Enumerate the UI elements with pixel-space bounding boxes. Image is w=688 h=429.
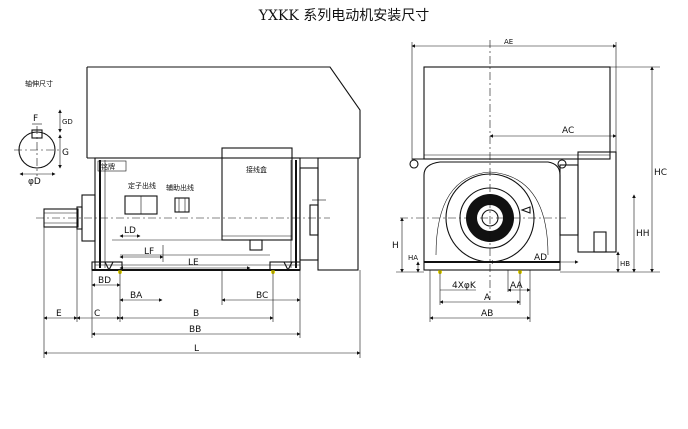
terminal-box-label: 接线盒 bbox=[246, 165, 267, 174]
dim-AE: AE bbox=[504, 38, 513, 46]
foot-bolt-mark bbox=[104, 261, 114, 272]
stator-outlet-box: 定子出线 bbox=[124, 181, 158, 215]
stator-outlet-label: 定子出线 bbox=[128, 181, 156, 190]
end-dimensions: AE AC HC HH HB H HA AD bbox=[392, 38, 667, 322]
bottom-dimensions: BD BA BC B E C BB L bbox=[43, 227, 361, 358]
dim-BB: BB bbox=[189, 325, 201, 335]
drawing-title: YXKK 系列电动机安装尺寸 bbox=[258, 8, 430, 24]
shaft-end-detail: 轴伸尺寸 φD F GD G bbox=[14, 79, 73, 187]
detail-label: 轴伸尺寸 bbox=[25, 79, 53, 88]
dim-B: B bbox=[193, 309, 199, 319]
end-cooler-housing bbox=[409, 66, 611, 169]
dim-F: F bbox=[33, 114, 38, 124]
dim-AB: AB bbox=[481, 309, 493, 319]
dim-GD: GD bbox=[62, 118, 73, 126]
dim-L: L bbox=[194, 344, 199, 354]
dim-HA: HA bbox=[408, 254, 418, 262]
dim-AA: AA bbox=[510, 281, 523, 291]
dim-AD: AD bbox=[534, 253, 547, 263]
inner-dimensions: LD LF LE bbox=[119, 226, 251, 270]
end-base bbox=[423, 261, 561, 274]
end-view: AE AC HC HH HB H HA AD bbox=[392, 38, 667, 322]
base-feet bbox=[91, 261, 301, 274]
end-terminal-box bbox=[559, 151, 617, 253]
dim-LF: LF bbox=[144, 247, 154, 257]
dim-hole: 4XφK bbox=[452, 281, 477, 291]
dim-D: φD bbox=[28, 177, 41, 187]
nameplate-label: 铭牌 bbox=[101, 162, 115, 171]
front-end-cover bbox=[36, 194, 330, 242]
end-frame bbox=[400, 40, 566, 300]
dim-LE: LE bbox=[188, 258, 199, 268]
dim-BD: BD bbox=[98, 276, 111, 286]
dim-HH: HH bbox=[636, 229, 650, 239]
dim-C: C bbox=[94, 309, 100, 319]
foot-bolt-mark bbox=[283, 261, 293, 272]
dim-E: E bbox=[56, 309, 62, 319]
dim-G: G bbox=[62, 148, 69, 158]
cooler-housing bbox=[86, 66, 361, 159]
dim-A: A bbox=[484, 293, 491, 303]
terminal-box: 接线盒 bbox=[221, 147, 293, 251]
dim-HC: HC bbox=[654, 168, 667, 178]
aux-outlet-box: 辅助出线 bbox=[166, 183, 194, 213]
dim-BC: BC bbox=[256, 291, 268, 301]
dim-LD: LD bbox=[124, 226, 136, 236]
side-view: 铭牌 定子出线 辅助出线 接线盒 bbox=[14, 66, 361, 358]
dim-HB: HB bbox=[620, 260, 630, 268]
dim-H: H bbox=[392, 241, 399, 251]
dim-AC: AC bbox=[562, 126, 574, 136]
dim-BA: BA bbox=[130, 291, 143, 301]
aux-outlet-label: 辅助出线 bbox=[166, 183, 194, 192]
rear-end-cover bbox=[299, 157, 359, 271]
nameplate: 铭牌 bbox=[97, 160, 127, 172]
